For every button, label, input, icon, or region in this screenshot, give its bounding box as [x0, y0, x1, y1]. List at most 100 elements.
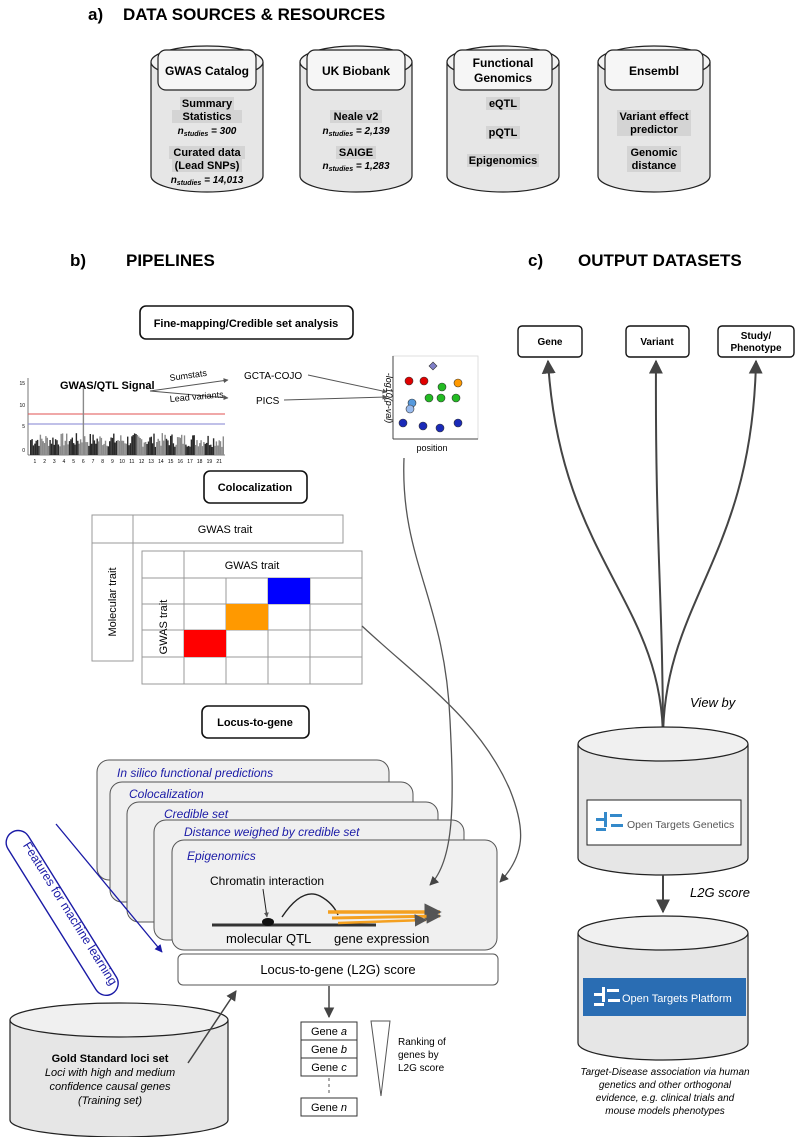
l2g-score-label: Locus-to-gene (L2G) score [260, 962, 415, 977]
chromatin-illustration: Chromatin interaction molecular QTL gene… [210, 874, 442, 946]
manhattan-chrom-label: 4 [63, 459, 66, 465]
manhattan-chrom-label: 8 [101, 459, 104, 465]
ranking-label-line3: L2G score [398, 1063, 445, 1074]
manhattan-bar [97, 441, 100, 455]
cojo-to-plot-arrow [307, 374, 388, 394]
manhattan-bar [109, 441, 111, 455]
gold-standard-line4: (Training set) [78, 1095, 142, 1107]
manhattan-bar [168, 445, 170, 455]
output-phenotype-label: Phenotype [730, 343, 782, 354]
fg-title-line2: Genomics [474, 71, 532, 85]
uk-biobank-title: UK Biobank [322, 64, 390, 78]
manhattan-tick: 5 [22, 424, 25, 430]
manhattan-bar [194, 445, 197, 455]
manhattan-chrom-label: 7 [92, 459, 95, 465]
manhattan-bar [50, 443, 53, 455]
scatter-point [424, 393, 434, 403]
manhattan-chrom-label: 16 [178, 459, 184, 465]
otg-logo-icon [596, 812, 623, 831]
manhattan-bar [120, 435, 122, 455]
manhattan-bar [71, 437, 73, 455]
manhattan-bar [66, 433, 68, 455]
manhattan-bar [214, 445, 216, 455]
output-gene-label: Gene [537, 337, 562, 348]
manhattan-bar [197, 446, 200, 455]
manhattan-bar [149, 437, 151, 455]
manhattan-bar [64, 440, 66, 455]
manhattan-bar [128, 445, 130, 455]
gwas-qtl-signal-label: GWAS/QTL Signal [60, 380, 155, 392]
gcta-cojo-label: GCTA-COJO [244, 371, 302, 382]
output-study-box [717, 325, 795, 358]
manhattan-chrom-label: 12 [139, 459, 145, 465]
manhattan-bar [52, 437, 54, 455]
manhattan-bar [96, 438, 98, 455]
finemap-to-l2g-arrow [403, 457, 453, 886]
manhattan-bar [81, 442, 83, 455]
manhattan-bar [196, 440, 198, 455]
manhattan-bar [131, 436, 133, 455]
manhattan-bar [103, 443, 105, 455]
manhattan-chrom-label: 1 [34, 459, 37, 465]
manhattan-bar [127, 436, 129, 455]
manhattan-bar [160, 445, 162, 455]
manhattan-chrom-label: 9 [111, 459, 114, 465]
manhattan-bar [54, 439, 57, 455]
coloc-molecular-trait: Molecular trait [107, 567, 119, 636]
gwas-catalog-cylinder: GWAS Catalog Summary Statistics nstudies… [150, 45, 264, 193]
manhattan-bar [189, 446, 191, 455]
manhattan-bar [84, 436, 86, 455]
finemap-title: Fine-mapping/Credible set analysis [154, 318, 339, 330]
manhattan-bar [45, 436, 47, 455]
manhattan-bar [88, 445, 90, 455]
fg-pqtl-label: pQTL [489, 127, 518, 139]
manhattan-bar [61, 433, 64, 455]
manhattan-bar [188, 445, 190, 455]
coloc-gwas-trait-inner: GWAS trait [225, 560, 280, 572]
feature-card-epigenomics: Epigenomics [187, 849, 256, 863]
coloc-cell-blue [268, 578, 310, 604]
manhattan-bar [211, 447, 213, 455]
manhattan-bar [186, 446, 188, 455]
manhattan-bar [182, 443, 184, 455]
manhattan-bar [85, 442, 87, 455]
manhattan-bar [146, 444, 148, 455]
manhattan-bar [201, 446, 204, 455]
manhattan-bar [158, 440, 161, 455]
manhattan-bar [142, 446, 144, 455]
manhattan-bar [136, 435, 139, 455]
ranking-wedge [370, 1020, 391, 1097]
manhattan-bar [192, 435, 194, 455]
manhattan-bar [154, 446, 157, 455]
manhattan-bar [165, 438, 168, 455]
manhattan-tick: 15 [19, 381, 25, 387]
manhattan-bar [150, 436, 152, 455]
credible-set-scatter: -log10(p-val) position [384, 355, 479, 453]
scatter-point [453, 378, 463, 388]
manhattan-chrom-label: 2 [43, 459, 46, 465]
manhattan-bar [122, 440, 125, 455]
manhattan-bar [167, 440, 169, 455]
manhattan-bar [221, 446, 223, 455]
manhattan-bar [30, 440, 32, 455]
ens-vep-line2: predictor [630, 124, 678, 136]
coloc-matrix [91, 514, 363, 685]
scatter-point [453, 418, 463, 428]
manhattan-bar [113, 433, 115, 455]
l2g-title-box [201, 705, 310, 739]
output-study-label: Study/ [741, 331, 772, 342]
manhattan-bar [204, 443, 206, 455]
gold-standard-title: Gold Standard loci set [52, 1053, 169, 1065]
ukb-neale-label: Neale v2 [334, 111, 379, 123]
coloc-cell-orange [226, 604, 268, 630]
manhattan-bar [114, 442, 116, 455]
scatter-point [418, 421, 428, 431]
manhattan-bar [145, 442, 147, 455]
manhattan-chrom-label: 19 [207, 459, 213, 465]
manhattan-bar [117, 440, 119, 455]
feature-card-credible-set: Credible set [164, 807, 229, 821]
gwas-n-curated: nstudies = 14,013 [171, 175, 244, 187]
manhattan-bar [118, 440, 121, 455]
gene-ranking-list: Gene a Gene b Gene c Gene n Ranking of g… [300, 1020, 446, 1117]
l2g-score-output-label: L2G score [690, 885, 750, 900]
